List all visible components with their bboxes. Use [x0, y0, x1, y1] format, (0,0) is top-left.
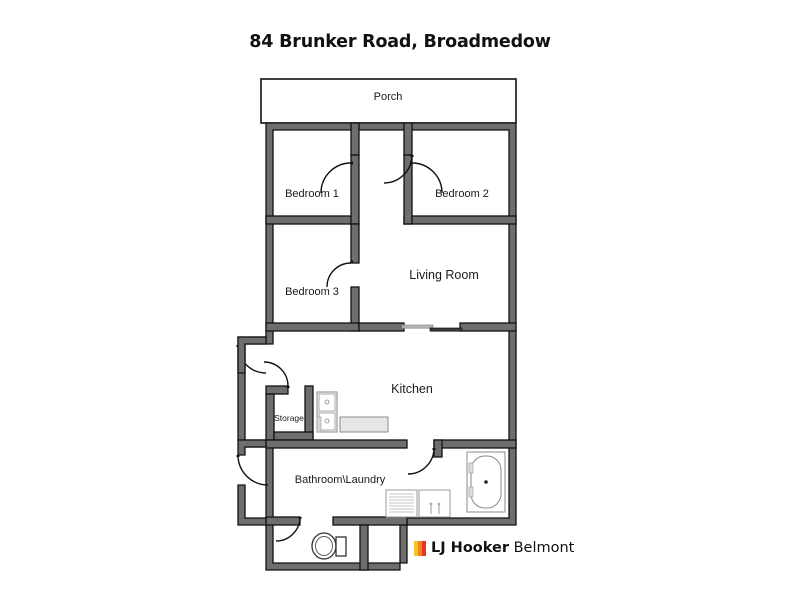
washboard-fixture: [385, 489, 418, 518]
living-kitchen-opening: [401, 324, 434, 329]
logo-text: LJ Hooker Belmont: [431, 541, 574, 556]
room-label-bathroom-laundry: Bathroom\Laundry: [295, 474, 386, 486]
wall-structure: [237, 122, 517, 571]
room-label-bedroom1: Bedroom 1: [285, 188, 339, 200]
door-swings: [236, 154, 443, 542]
room-label-bedroom2: Bedroom 2: [435, 188, 489, 200]
kitchen-counter-fixture: [339, 416, 389, 433]
laundry-tub-fixture: [418, 489, 451, 518]
page-title: 84 Brunker Road, Broadmedow: [249, 32, 551, 52]
bathtub-fixture: [466, 451, 506, 513]
room-label-bedroom3: Bedroom 3: [285, 286, 339, 298]
logo-office-name: Belmont: [513, 539, 575, 556]
logo-brand-name: LJ Hooker: [431, 539, 509, 556]
room-label-porch: Porch: [374, 91, 403, 103]
toilet-fixture: [311, 532, 347, 560]
room-label-living-room: Living Room: [409, 268, 478, 282]
room-label-kitchen: Kitchen: [391, 382, 433, 396]
logo-bars-icon: [414, 540, 426, 556]
lj-hooker-logo: LJ Hooker Belmont: [414, 536, 574, 560]
wall-jogs: [237, 336, 267, 526]
stove-fixture: [316, 391, 338, 433]
room-porch: [260, 78, 517, 124]
room-label-storage: Storage: [274, 413, 304, 423]
